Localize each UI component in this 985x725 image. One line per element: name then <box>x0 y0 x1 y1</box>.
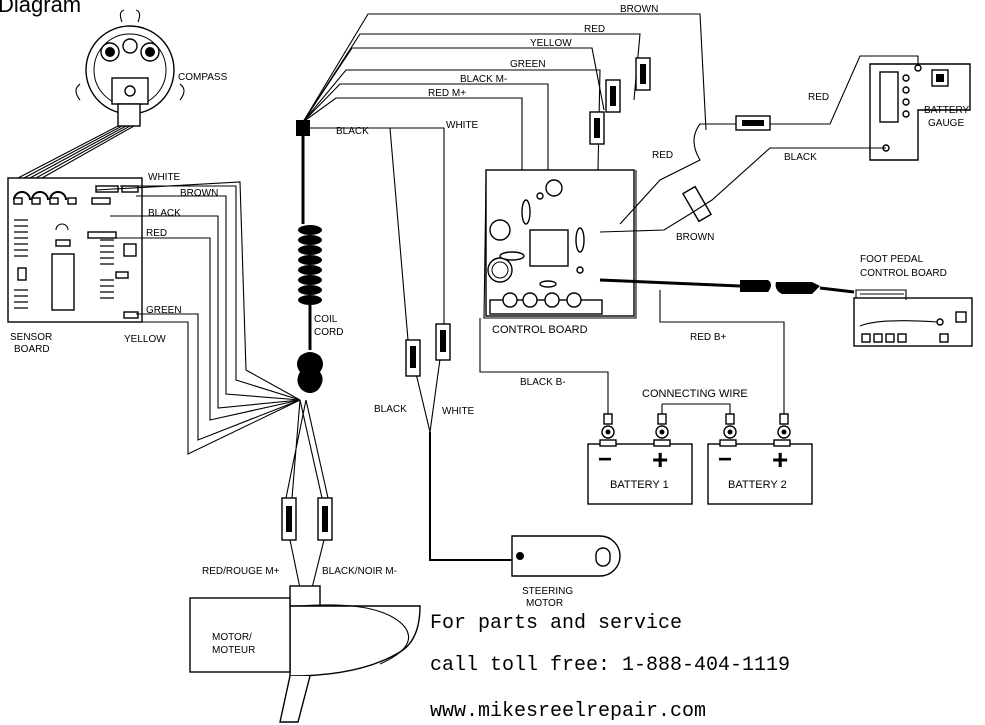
top-wire-red-m: RED M+ <box>428 88 466 99</box>
top-wire-white: WHITE <box>446 120 479 131</box>
steer-wire-black: BLACK <box>374 404 407 415</box>
battery-2-minus: − <box>718 446 732 473</box>
fuse-holders <box>405 57 771 377</box>
service-line-1: For parts and service <box>430 612 682 635</box>
battery-1-label: BATTERY 1 <box>610 479 669 491</box>
diagram-title: Diagram <box>0 0 81 17</box>
steering-motor <box>511 535 621 577</box>
coil-cord-label-1: COIL <box>314 314 338 325</box>
top-wire-brown: BROWN <box>620 4 658 15</box>
battery-wire-black-b-minus: BLACK B- <box>520 377 566 388</box>
steering-motor-label-2: MOTOR <box>526 598 563 609</box>
battery-gauge <box>869 63 971 161</box>
motor-wire-black-noir: BLACK/NOIR M- <box>322 566 397 577</box>
connecting-wire-label: CONNECTING WIRE <box>642 388 748 400</box>
sensor-wire-brown: BROWN <box>180 188 218 199</box>
motor <box>189 585 421 723</box>
battery-gauge-label-2: GAUGE <box>928 118 964 129</box>
service-line-3: www.mikesreelrepair.com <box>430 700 706 723</box>
motor-wire-red-rouge: RED/ROUGE M+ <box>202 566 280 577</box>
sensor-wire-black: BLACK <box>148 208 181 219</box>
sensor-wire-white: WHITE <box>148 172 181 183</box>
gauge-wire-black: BLACK <box>784 152 817 163</box>
battery-2-label: BATTERY 2 <box>728 479 787 491</box>
foot-pedal-board <box>853 289 973 347</box>
sensor-wire-yellow: YELLOW <box>124 334 166 345</box>
battery-2-plus: + <box>772 444 788 475</box>
control-board-label: CONTROL BOARD <box>492 324 588 336</box>
top-wire-black-m: BLACK M- <box>460 74 507 85</box>
steering-motor-label-1: STEERING <box>522 586 573 597</box>
foot-pedal-label-2: CONTROL BOARD <box>860 268 947 279</box>
gauge-wire-brown: BROWN <box>676 232 714 243</box>
motor-fuses <box>281 497 333 541</box>
service-line-2: call toll free: 1-888-404-1119 <box>430 654 790 677</box>
coil-cord-label-2: CORD <box>314 327 343 338</box>
sensor-wire-red: RED <box>146 228 167 239</box>
sensor-wire-green: GREEN <box>146 305 182 316</box>
battery-2 <box>707 439 813 505</box>
battery-1 <box>587 439 693 505</box>
battery-wire-red-b-plus: RED B+ <box>690 332 727 343</box>
motor-label-2: MOTEUR <box>212 645 255 656</box>
gauge-wire-red-1: RED <box>808 92 829 103</box>
compass-label: COMPASS <box>178 72 228 83</box>
sensor-board-label-1: SENSOR <box>10 332 52 343</box>
battery-gauge-label-1: BATTERY <box>924 105 970 116</box>
battery-1-minus: − <box>598 446 612 473</box>
top-wire-red: RED <box>584 24 605 35</box>
control-board <box>483 169 637 319</box>
battery-clamps <box>601 413 791 439</box>
sensor-board <box>7 177 143 323</box>
gauge-wire-red-2: RED <box>652 150 673 161</box>
steer-wire-white: WHITE <box>442 406 475 417</box>
sensor-board-label-2: BOARD <box>14 344 50 355</box>
foot-pedal-label-1: FOOT PEDAL <box>860 254 924 265</box>
battery-1-plus: + <box>652 444 668 475</box>
top-wire-black: BLACK <box>336 126 369 137</box>
top-wire-green: GREEN <box>510 59 546 70</box>
coil-cord <box>296 120 323 393</box>
motor-label-1: MOTOR/ <box>212 632 252 643</box>
top-wire-yellow: YELLOW <box>530 38 572 49</box>
compass <box>75 9 185 127</box>
